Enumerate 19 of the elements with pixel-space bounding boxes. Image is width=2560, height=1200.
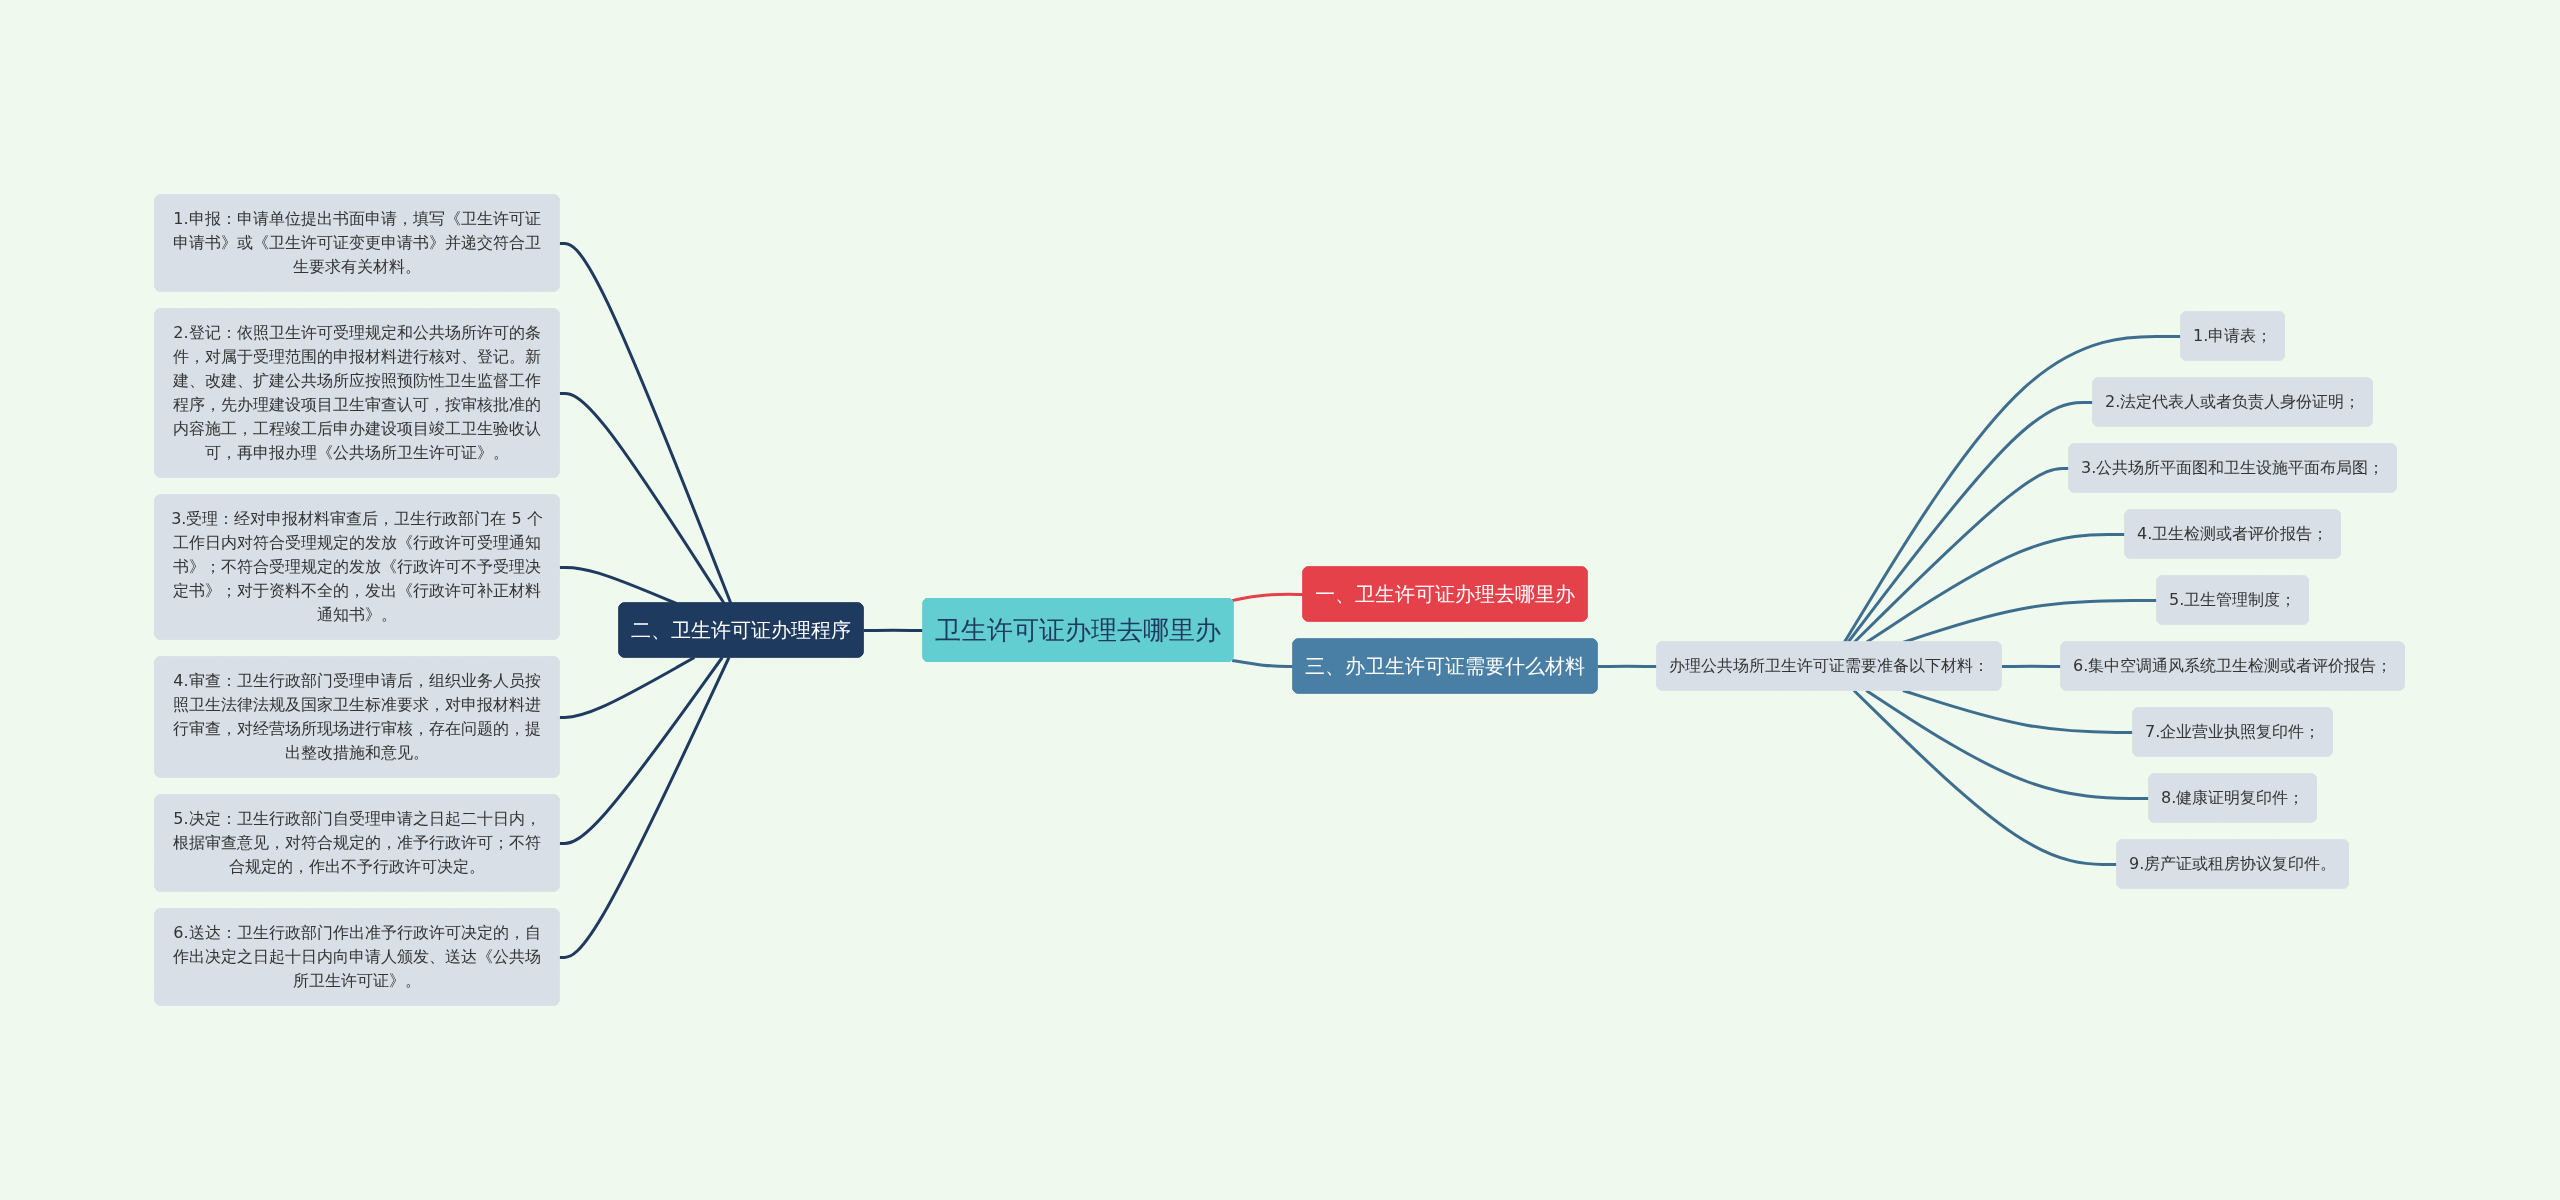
connector (559, 391, 726, 605)
connector (1232, 658, 1294, 668)
connector (559, 656, 696, 719)
connector (1865, 689, 2150, 800)
connector (1843, 334, 2182, 644)
connector (559, 241, 733, 605)
connector (2001, 664, 2062, 668)
connector (559, 656, 731, 959)
connector (1853, 689, 2118, 866)
connector (1865, 532, 2126, 644)
connector (1902, 689, 2134, 734)
connector (1232, 592, 1304, 603)
connector (1902, 598, 2158, 644)
connector (1853, 466, 2070, 644)
connector (863, 628, 924, 632)
connector (1597, 664, 1658, 668)
connector (559, 565, 678, 605)
connector (1847, 400, 2094, 644)
connector (559, 656, 724, 845)
